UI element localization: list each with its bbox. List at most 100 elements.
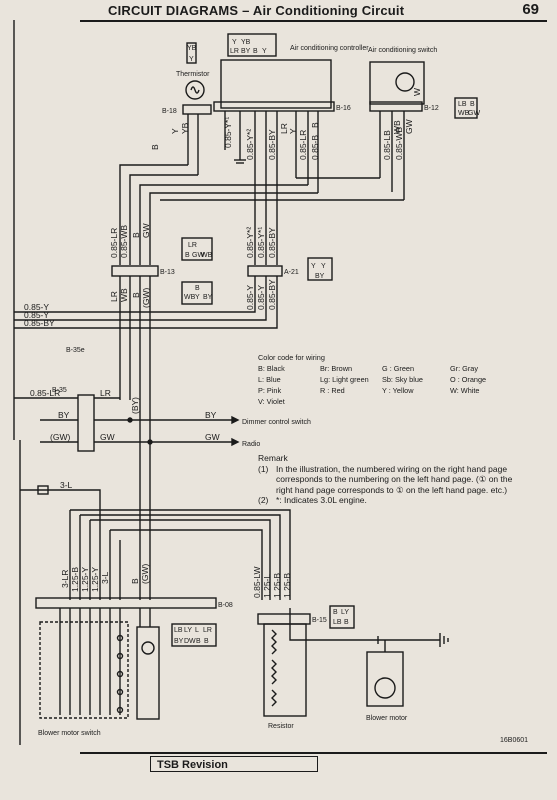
wire-top-4: 0.85-LR <box>298 130 308 160</box>
remark-text: In the illustration, the numbered wiring… <box>276 463 513 495</box>
pin-b16-y: Y <box>232 39 237 46</box>
color-code-entry: Gr: Gray <box>450 364 478 373</box>
pin-b08-b2: B <box>204 638 209 645</box>
tsb-revision: TSB Revision <box>150 756 318 772</box>
wire-gw-mid: GW <box>100 432 115 442</box>
pin-b12-b: B <box>470 101 475 108</box>
color-code-entry: P: Pink <box>258 386 282 395</box>
figure-code: 16B0601 <box>500 737 528 744</box>
color-code-entry: O : Orange <box>450 375 487 384</box>
wire-gw-sw: GW <box>404 119 414 134</box>
color-code-entry: G : Green <box>382 364 415 373</box>
pin-b08-lb: LB <box>174 627 183 634</box>
footer-rule <box>80 752 547 754</box>
wire-br-3: 1.25-B <box>272 573 282 598</box>
wire-wb-sw: WB <box>392 120 402 134</box>
wire-mid-6: 0.85-Y*¹ <box>256 227 266 258</box>
color-code-entry: W: White <box>450 386 480 395</box>
wire-top-2: 0.85-Y*² <box>245 129 255 160</box>
wire-low-2: WB <box>119 288 129 302</box>
pin-b12-gw: GW <box>468 110 480 117</box>
wire-gw-in: (GW) <box>50 432 70 442</box>
wire-b-ctrl: B <box>310 122 320 128</box>
wire-br-1: 0.85-LW <box>252 567 262 599</box>
wire-lr-ctrl: LR <box>279 123 289 134</box>
connector-b13: B-13 <box>160 269 175 276</box>
pin-b13-b2: B <box>195 285 200 292</box>
wire-mid-4: GW <box>141 223 151 238</box>
remark-block: Remark (1) In the illustration, the numb… <box>258 453 528 506</box>
wire-y-ctrl: Y <box>288 128 298 134</box>
connector-b16: B-16 <box>336 105 351 112</box>
wire-y-therm: Y <box>170 128 180 134</box>
connector-b35e: B-35e <box>66 347 85 354</box>
remark-text: *: Indicates 3.0L engine. <box>276 495 367 505</box>
wire-low-3: B <box>131 292 141 298</box>
pin-a21-y1: Y <box>311 263 316 270</box>
page-number: 69 <box>522 1 539 18</box>
color-code-entry: Br: Brown <box>320 364 353 373</box>
wire-bl-5: 3-L <box>100 571 110 584</box>
connector-b18: B-18 <box>162 108 177 115</box>
wire-br-2: 1.25-L <box>262 574 272 598</box>
harness-left-1: 0.85-Y <box>24 302 49 312</box>
wire-mid-2: 0.85-WB <box>119 225 129 258</box>
pin-b18-yb: YB <box>187 45 197 52</box>
wire-3l: 3-L <box>60 480 73 490</box>
color-code-entry: L: Blue <box>258 375 281 384</box>
pin-b08-by: BY <box>174 638 184 645</box>
harness-left-2: 0.85-Y <box>24 310 49 320</box>
wire-by-vert: (BY) <box>130 397 140 414</box>
pin-b12-lb: LB <box>458 101 467 108</box>
blower-motor-label: Blower motor <box>366 715 408 722</box>
wire-mid-3: B <box>131 232 141 238</box>
pin-b16-yy: Y <box>262 48 267 55</box>
wire-yb: YB <box>180 122 190 134</box>
wire-bl-3: 1.25-Y <box>80 567 90 592</box>
wire-b35-out: LR <box>100 388 111 398</box>
radio-label: Radio <box>242 441 260 448</box>
pin-b08-lr: LR <box>203 627 212 634</box>
harness-left-3: 0.85-BY <box>24 318 55 328</box>
wire-top-5: 0.85-B <box>310 135 320 160</box>
page-title: CIRCUIT DIAGRAMS – Air Conditioning Circ… <box>108 3 405 18</box>
pin-b13-y: Y <box>195 294 200 301</box>
color-code-entry: R : Red <box>320 386 345 395</box>
color-code-entry: Lg: Light green <box>320 375 369 384</box>
pin-b15-b2: B <box>344 619 349 626</box>
remark-number: (2) <box>258 495 269 505</box>
pin-b16-lr: LR <box>230 48 239 55</box>
pin-b13-lr: LR <box>188 242 197 249</box>
color-code-entry: B: Black <box>258 364 285 373</box>
wire-br-4: 1.25-B <box>282 573 292 598</box>
pin-a21-y2: Y <box>321 263 326 270</box>
thermistor-label: Thermistor <box>176 71 210 78</box>
pin-b16-yb: YB <box>241 39 251 46</box>
wire-top-3: 0.85-BY <box>267 129 277 160</box>
wire-gw-out: GW <box>205 432 220 442</box>
wire-bl-7: (GW) <box>140 564 150 584</box>
color-code-entry: Sb: Sky blue <box>382 375 423 384</box>
pin-b16-by: BY <box>241 48 251 55</box>
wire-top-6: 0.85-LB <box>382 130 392 160</box>
resistor-label: Resistor <box>268 723 294 730</box>
pin-b13-gw: GW <box>192 252 204 259</box>
color-code-title: Color code for wiring <box>258 353 325 362</box>
wire-bl-1: 3-LR <box>60 570 70 588</box>
wire-top-1: 0.85-Y*¹ <box>223 117 233 148</box>
wire-mid-1: 0.85-LR <box>109 228 119 258</box>
pin-b18-y: Y <box>189 56 194 63</box>
wire-by-in: BY <box>58 410 70 420</box>
pin-a21-by: BY <box>315 273 325 280</box>
connector-b08: B-08 <box>218 602 233 609</box>
wire-w-sw: W <box>412 88 422 96</box>
pin-b13-b: B <box>185 252 190 259</box>
connector-b35: B-35 <box>52 387 67 394</box>
remark-title: Remark <box>258 453 288 463</box>
wire-by-out: BY <box>205 410 217 420</box>
remark-number: (1) <box>258 463 269 474</box>
remark-item: (2) *: Indicates 3.0L engine. <box>258 495 528 506</box>
wire-low-1: LR <box>109 291 119 302</box>
